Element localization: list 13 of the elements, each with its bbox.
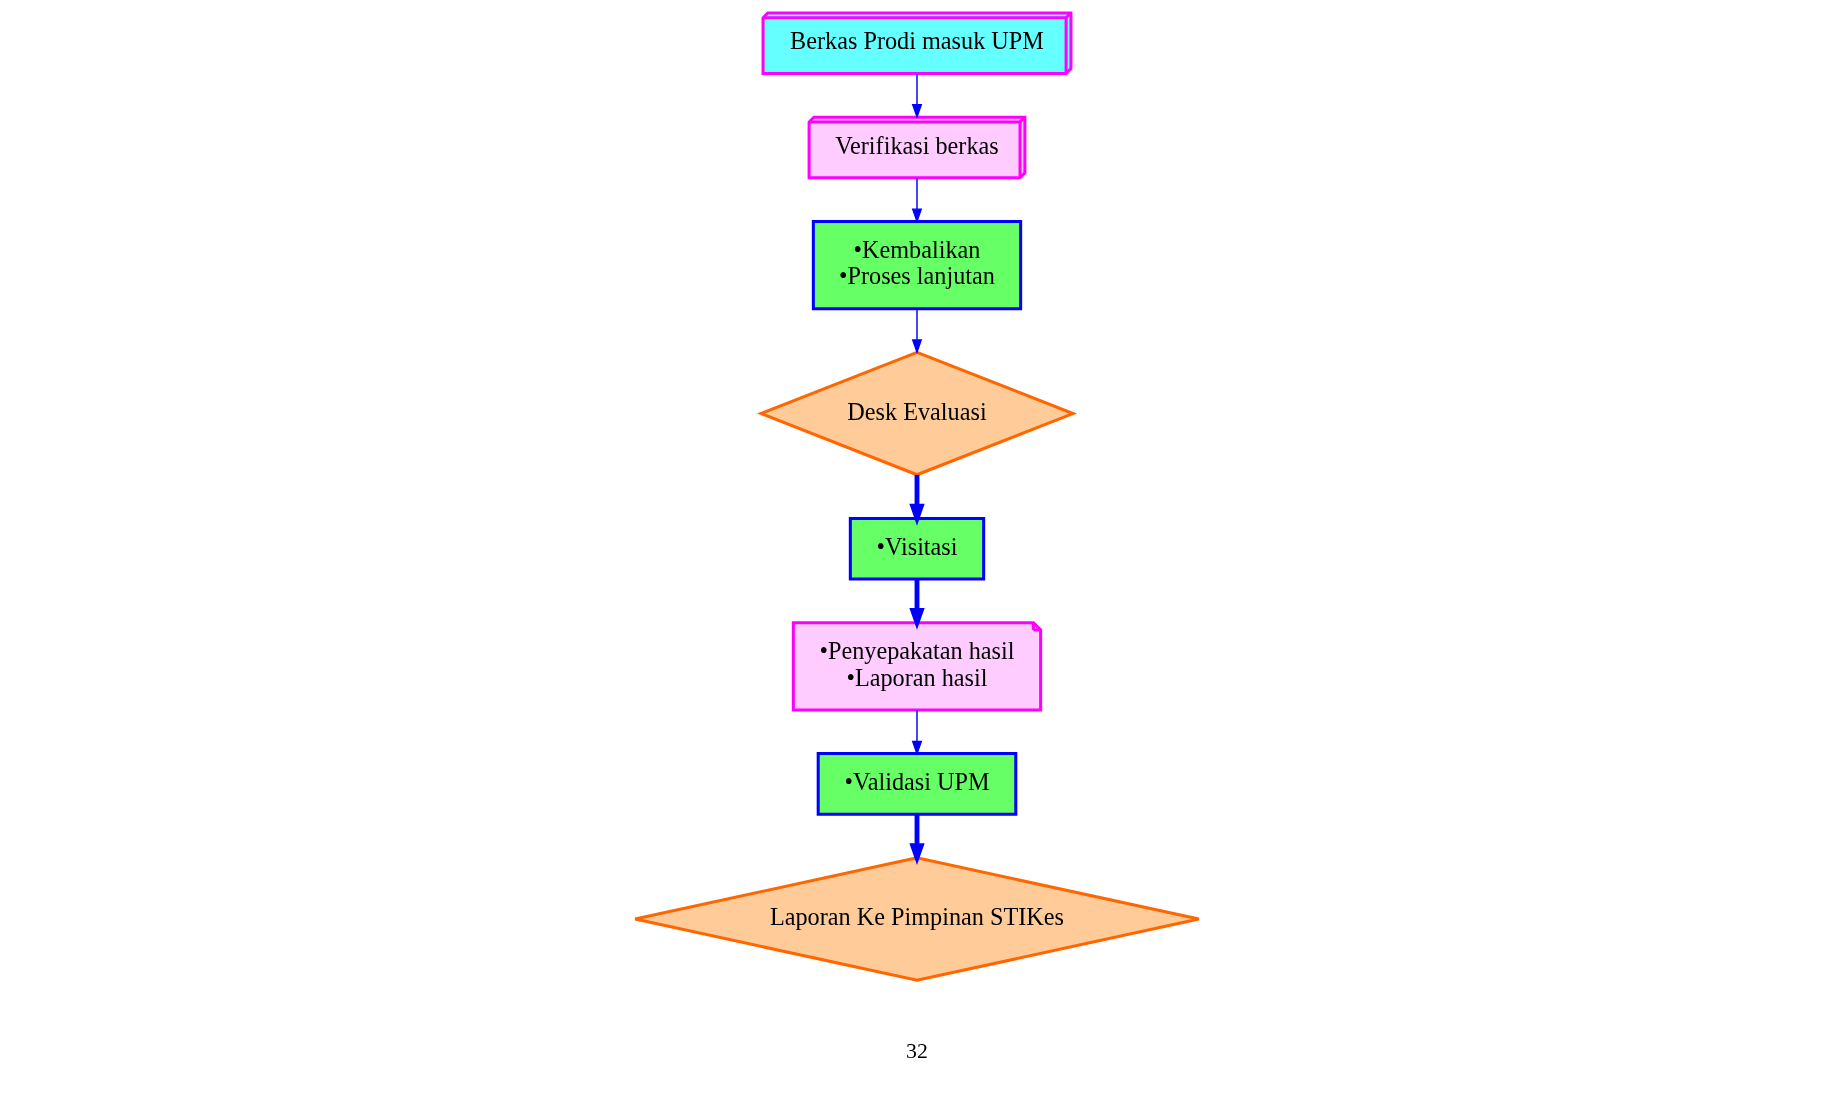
arrow (908, 579, 925, 630)
arrow (911, 177, 922, 224)
arrow (911, 73, 922, 120)
node-diamond: Laporan Ke Pimpinan STIKes (633, 856, 1200, 982)
arrow (908, 814, 925, 866)
arrow (908, 474, 925, 526)
node-diamond: Desk Evaluasi (756, 350, 1077, 477)
node-box: •Kembalikan •Proses lanjutan (811, 219, 1022, 311)
arrow (911, 709, 922, 756)
arrow (911, 308, 922, 355)
node-box: •Visitasi (848, 516, 985, 581)
label: 32 (905, 1039, 928, 1064)
node-box: •Validasi UPM (816, 752, 1017, 816)
